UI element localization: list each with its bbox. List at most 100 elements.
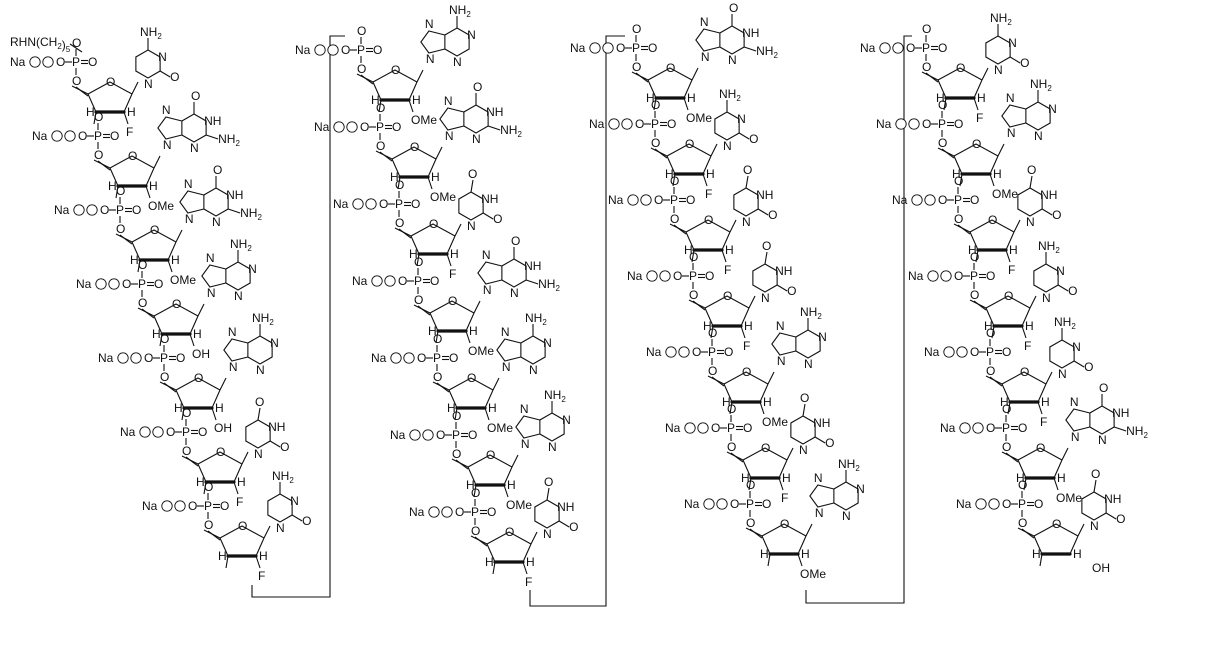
ring-nitrogen-label: N xyxy=(207,286,216,300)
ring-bond xyxy=(484,389,494,409)
hydrogen-label: H xyxy=(152,327,161,341)
ring-oxygen-label: O xyxy=(1036,441,1045,455)
anion-charge-icon xyxy=(621,118,633,130)
c3-o-bond xyxy=(975,249,979,263)
label-part: 2 xyxy=(555,284,560,293)
ring-nitrogen-label: N xyxy=(777,354,786,368)
ring-bond xyxy=(123,93,133,113)
label-part: NH xyxy=(538,277,555,291)
carbonyl-oxygen-label: O xyxy=(493,212,502,226)
ring-bond xyxy=(1005,231,1015,251)
ring-bond xyxy=(448,389,458,409)
furanose-ring xyxy=(723,371,769,385)
bridge-oxygen-label: O xyxy=(632,60,641,74)
furanose-ring xyxy=(410,223,456,237)
phosphate-oxygen-label: O xyxy=(654,193,663,207)
glycosidic-bond xyxy=(263,525,271,539)
adenine-five-ring xyxy=(496,338,522,362)
carbonyl-bond xyxy=(1093,479,1097,493)
amino-group-label: NH2 xyxy=(1038,239,1060,255)
hydrogen-label: H xyxy=(1041,395,1050,409)
cation-charge-icon xyxy=(684,422,696,434)
ring-nitrogen-label: N xyxy=(1048,102,1057,116)
phosphoryl-oxygen-label: O xyxy=(449,351,458,365)
anion-charge-icon xyxy=(716,498,728,510)
bridge-oxygen-label: O xyxy=(708,364,717,378)
phosphate-oxygen-label: O xyxy=(692,345,701,359)
bridge-oxygen-label: O xyxy=(116,184,125,198)
ring-nitrogen-label: N xyxy=(1008,36,1017,50)
label-part: 2 xyxy=(257,213,262,222)
imide-nh-label: NH xyxy=(557,500,574,514)
carbonyl-bond xyxy=(814,436,826,444)
ring-nitrogen-label: N xyxy=(1007,126,1016,140)
sugar-substituent-label: F xyxy=(743,339,750,353)
phosphorus-label: P xyxy=(433,351,441,365)
carbonyl-oxygen-label: O xyxy=(1099,381,1108,395)
ring-bond xyxy=(1033,535,1043,555)
ring-bond xyxy=(937,79,947,99)
carbonyl-oxygen-label: O xyxy=(729,1,738,15)
hydrogen-label: H xyxy=(428,324,437,338)
guanine-five-ring xyxy=(179,190,205,214)
amine-bond xyxy=(227,208,241,214)
guanine-six-ring xyxy=(501,258,527,288)
adenine-five-ring xyxy=(771,332,797,356)
c5-bond xyxy=(650,147,668,157)
furanose-ring xyxy=(429,300,475,314)
hydrogen-label: H xyxy=(466,478,475,492)
cation-charge-icon xyxy=(117,352,129,364)
ring-bond xyxy=(465,312,475,332)
ring-nitrogen-label: N xyxy=(562,413,571,427)
bridge-oxygen-label: O xyxy=(452,409,461,423)
anion-charge-icon xyxy=(327,44,339,56)
hydrogen-label: H xyxy=(507,478,516,492)
c3-o-bond xyxy=(159,333,163,347)
bridge-oxygen-label: O xyxy=(689,250,698,264)
phosphate-oxygen-label: O xyxy=(954,269,963,283)
ring-nitrogen-label: N xyxy=(520,402,529,416)
phosphorus-label: P xyxy=(986,345,994,359)
c5-bond xyxy=(115,233,133,243)
cation-charge-icon xyxy=(975,498,987,510)
ring-nitrogen-label: N xyxy=(276,521,285,535)
sugar-substituent-label: OMe xyxy=(148,199,174,213)
bridge-oxygen-label: O xyxy=(670,212,679,226)
glycosidic-bond xyxy=(805,523,813,537)
furanose-ring xyxy=(1001,371,1047,385)
carbonyl-bond xyxy=(776,284,788,292)
carbonyl-bond xyxy=(159,70,171,78)
sugar-substituent-label: F xyxy=(976,111,983,125)
sodium-label: Na xyxy=(98,351,114,365)
bridge-oxygen-label: O xyxy=(357,62,366,76)
ring-bond xyxy=(410,235,420,255)
carbonyl-oxygen-label: O xyxy=(1084,360,1093,374)
label-part: NH xyxy=(1126,424,1143,438)
hydrogen-label: H xyxy=(218,549,227,563)
furanose-ring xyxy=(761,523,807,537)
c5-bond xyxy=(745,527,763,537)
bridge-oxygen-label: O xyxy=(922,60,931,74)
sodium-label: Na xyxy=(32,129,48,143)
sugar-substituent-label: OMe xyxy=(468,344,494,358)
c2-substituent-bond xyxy=(145,185,151,199)
glycosidic-bond xyxy=(454,223,462,237)
ring-nitrogen-label: N xyxy=(818,330,827,344)
ring-oxygen-label: O xyxy=(128,149,137,163)
ring-nitrogen-label: N xyxy=(1070,395,1079,409)
adenine-six-ring xyxy=(225,261,251,291)
phosphoryl-oxygen-label: O xyxy=(970,193,979,207)
phosphorus-label: P xyxy=(708,345,716,359)
bridge-oxygen-label: O xyxy=(986,364,995,378)
sugar-substituent-label: OMe xyxy=(411,113,437,127)
ring-nitrogen-label: N xyxy=(453,55,462,69)
c2-substituent-bond xyxy=(408,99,414,113)
hydrogen-label: H xyxy=(984,319,993,333)
phosphate-oxygen-label: O xyxy=(100,203,109,217)
phosphorus-label: P xyxy=(182,425,190,439)
hydrogen-label: H xyxy=(215,401,224,415)
sodium-label: Na xyxy=(684,497,700,511)
adenine-six-ring xyxy=(1025,101,1051,131)
bridge-oxygen-label: O xyxy=(395,178,404,192)
